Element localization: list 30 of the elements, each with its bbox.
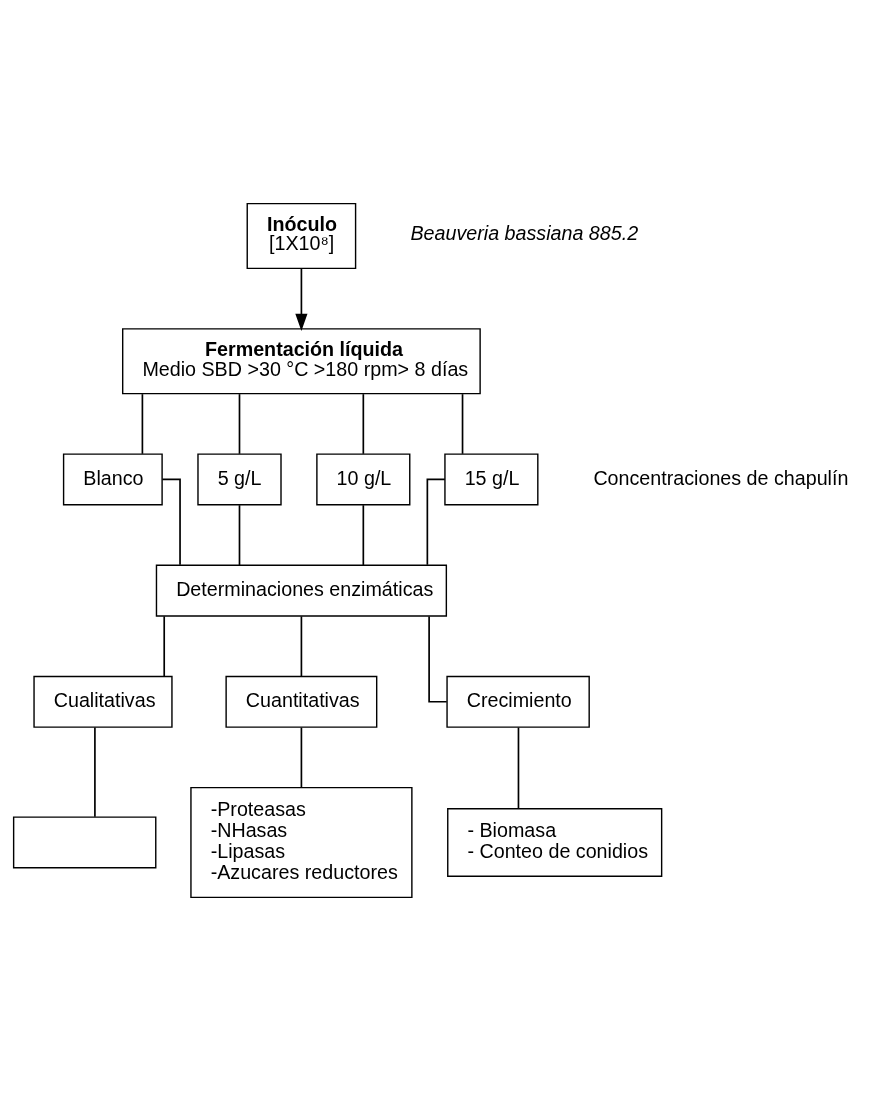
node-box: Determinaciones enzimáticas [155, 564, 448, 617]
connector [461, 392, 464, 455]
label: Concentraciones de chapulín [593, 466, 849, 489]
connector [141, 392, 144, 455]
connector [362, 503, 365, 566]
node-box: -Proteasas -NHasas -Lipasas -Azucares reductores [190, 786, 413, 898]
connector [428, 615, 448, 703]
connector [426, 478, 446, 566]
node-box: Cualitativas [33, 675, 173, 728]
node-box: 10 g/L [316, 452, 411, 505]
label: Beauveria bassiana 885.2 [410, 221, 639, 244]
connector [362, 392, 365, 455]
connector [163, 615, 166, 677]
connector [300, 615, 303, 677]
node-box: Blanco [62, 452, 163, 505]
connector [517, 726, 520, 809]
node-box: 15 g/L [444, 452, 539, 505]
node-box [12, 815, 157, 869]
connector [238, 392, 241, 455]
connector [300, 726, 303, 788]
node-box: Inóculo [1X10⁸] [246, 202, 357, 269]
connector [238, 503, 241, 566]
node-box: Fermentación líquida Medio SBD >30 °C >180 rpm> 8 días [122, 327, 481, 394]
connector [94, 726, 96, 818]
node-box: - Biomasa - Conteo de conidios [447, 807, 663, 877]
node-box: Cuantitativas [225, 675, 378, 728]
connector [161, 478, 181, 566]
arrow [295, 267, 308, 331]
node-box: 5 g/L [197, 452, 282, 505]
node-box: Crecimiento [446, 675, 590, 728]
